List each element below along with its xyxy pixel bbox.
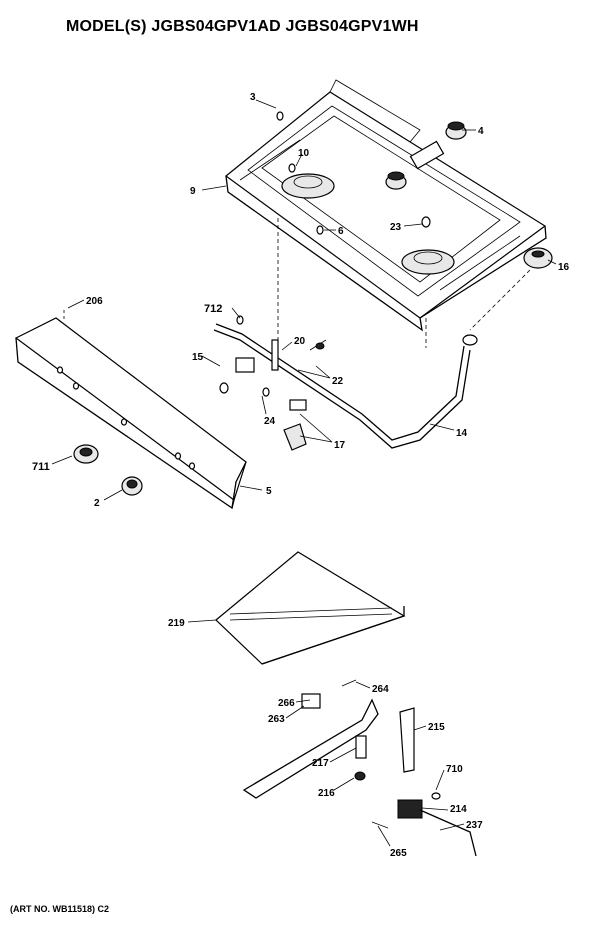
part-labels: 3 4 10 9 6 23 16 206 712 20 15 22 24 17 … xyxy=(32,92,570,859)
manifold-assembly xyxy=(213,315,478,451)
part-label-712: 712 xyxy=(204,303,222,315)
part-label-23: 23 xyxy=(390,222,402,233)
control-panel xyxy=(14,310,247,510)
part-label-10: 10 xyxy=(298,148,310,159)
part-label-710: 710 xyxy=(446,764,463,775)
part-label-15: 15 xyxy=(192,352,204,363)
part-label-219: 219 xyxy=(168,618,185,629)
part-label-217: 217 xyxy=(312,758,329,769)
burner-frame xyxy=(225,79,553,348)
part-label-22: 22 xyxy=(332,376,344,387)
part-label-215: 215 xyxy=(428,722,445,733)
part-label-9: 9 xyxy=(190,186,196,197)
part-label-24: 24 xyxy=(264,416,276,427)
part-label-265: 265 xyxy=(390,848,407,859)
part-label-2: 2 xyxy=(94,498,100,509)
leader-lines xyxy=(51,99,557,847)
page-title: MODEL(S) JGBS04GPV1AD JGBS04GPV1WH xyxy=(66,18,419,35)
part-label-711: 711 xyxy=(32,461,50,473)
part-label-264: 264 xyxy=(372,684,389,695)
part-label-17: 17 xyxy=(334,440,346,451)
art-number: (ART NO. WB11518) C2 xyxy=(10,904,110,914)
part-label-263: 263 xyxy=(268,714,285,725)
part-label-216: 216 xyxy=(318,788,335,799)
part-label-237: 237 xyxy=(466,820,483,831)
part-label-206: 206 xyxy=(86,296,103,307)
part-label-16: 16 xyxy=(558,262,570,273)
part-label-4: 4 xyxy=(478,126,484,137)
part-label-5: 5 xyxy=(266,486,272,497)
part-label-14: 14 xyxy=(456,428,468,439)
part-label-3: 3 xyxy=(250,92,256,103)
part-label-6: 6 xyxy=(338,226,344,237)
broiler-assembly xyxy=(215,551,477,857)
part-label-266: 266 xyxy=(278,698,295,709)
part-label-20: 20 xyxy=(294,336,306,347)
part-label-214: 214 xyxy=(450,804,467,815)
